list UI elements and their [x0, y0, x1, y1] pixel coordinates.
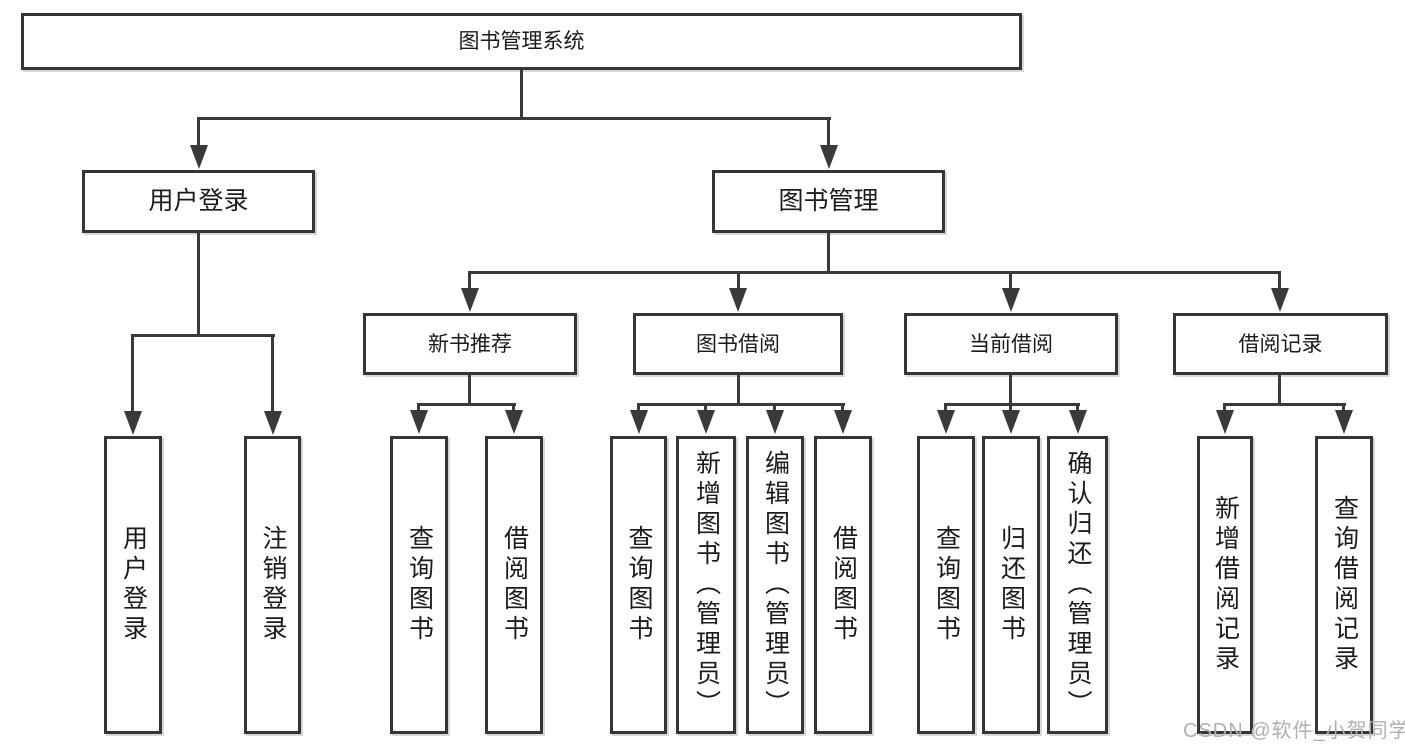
arrow-down-icon [1069, 410, 1087, 434]
leaf-borrow-add-book-label: 新增图书（管理员） [692, 450, 721, 720]
leaf-borrow-edit-book: 编辑图书（管理员） [746, 436, 804, 734]
connector-newbooks-stem [468, 375, 471, 406]
node-borrow-records: 借阅记录 [1173, 313, 1388, 375]
arrow-down-icon [729, 288, 747, 312]
connector-bookborrow-drop [637, 403, 640, 413]
arrow-down-icon [190, 145, 208, 169]
connector-bookmgmt-stem [827, 233, 830, 274]
connector-currentborrow-stem [1009, 375, 1012, 406]
leaf-user-login-label: 用户登录 [119, 525, 148, 645]
leaf-current-return: 归还图书 [982, 436, 1040, 734]
connector-records-split [1223, 403, 1346, 406]
leaf-current-confirm-return: 确认归还（管理员） [1047, 436, 1108, 734]
arrow-down-icon [461, 288, 479, 312]
connector-userlogin-stem [197, 232, 200, 337]
node-root: 图书管理系统 [21, 13, 1022, 70]
leaf-current-confirm-return-label: 确认归还（管理员） [1064, 450, 1092, 720]
leaf-record-add: 新增借阅记录 [1197, 436, 1253, 734]
arrow-down-icon [505, 410, 523, 434]
connector-root-split [197, 117, 831, 120]
node-root-label: 图书管理系统 [458, 30, 585, 53]
leaf-borrow-add-book: 新增图书（管理员） [676, 436, 736, 734]
arrow-down-icon [766, 410, 784, 434]
connector-currentborrow-split [944, 403, 1080, 406]
leaf-newbook-borrow-label: 借阅图书 [500, 525, 529, 645]
node-current-borrow-label: 当前借阅 [969, 332, 1053, 356]
arrow-down-icon [1335, 410, 1353, 434]
connector-bookmgmt-drop [1009, 271, 1012, 289]
leaf-record-query: 查询借阅记录 [1315, 436, 1373, 734]
leaf-borrow-borrow-book: 借阅图书 [814, 436, 872, 734]
arrow-down-icon [1271, 288, 1289, 312]
node-borrow-records-label: 借阅记录 [1238, 332, 1323, 356]
connector-bookmgmt-drop [737, 271, 740, 289]
leaf-newbook-borrow: 借阅图书 [485, 436, 543, 734]
leaf-borrow-borrow-book-label: 借阅图书 [829, 525, 858, 645]
leaf-borrow-edit-book-label: 编辑图书（管理员） [761, 450, 790, 720]
connector-newbooks-drop [512, 403, 515, 413]
node-new-book-recommend: 新书推荐 [363, 313, 577, 375]
connector-records-drop [1342, 403, 1345, 413]
node-book-borrow-label: 图书借阅 [696, 332, 780, 356]
arrow-down-icon [410, 410, 428, 434]
arrow-down-icon [1216, 410, 1234, 434]
node-book-borrow: 图书借阅 [633, 313, 843, 375]
connector-root-stem [520, 70, 523, 119]
connector-userlogin-drop [271, 334, 274, 412]
leaf-record-query-label: 查询借阅记录 [1330, 495, 1359, 675]
connector-newbooks-drop [417, 403, 420, 413]
arrow-down-icon [630, 410, 648, 434]
connector-bookborrow-split [637, 403, 845, 406]
arrow-down-icon [264, 411, 282, 435]
connector-bookborrow-drop [841, 403, 844, 413]
arrow-down-icon [820, 145, 838, 169]
node-book-management: 图书管理 [712, 170, 945, 233]
leaf-logout: 注销登录 [244, 436, 301, 734]
leaf-logout-label: 注销登录 [259, 525, 287, 645]
connector-bookmgmt-drop [468, 271, 471, 289]
arrow-down-icon [697, 410, 715, 434]
connector-bookmgmt-split [468, 271, 1281, 274]
connector-currentborrow-drop [944, 403, 947, 413]
leaf-current-query: 查询图书 [917, 436, 975, 734]
node-new-book-recommend-label: 新书推荐 [428, 332, 512, 356]
arrow-down-icon [937, 410, 955, 434]
connector-bookborrow-drop [704, 403, 707, 413]
connector-currentborrow-drop [1009, 403, 1012, 413]
node-book-management-label: 图书管理 [778, 187, 879, 215]
connector-userlogin-drop [131, 334, 134, 412]
arrow-down-icon [124, 411, 142, 435]
node-user-login-label: 用户登录 [148, 187, 249, 215]
leaf-current-query-label: 查询图书 [932, 525, 961, 645]
connector-newbooks-split [417, 403, 516, 406]
connector-root-left-drop [197, 117, 200, 145]
node-user-login: 用户登录 [82, 170, 315, 233]
leaf-current-return-label: 归还图书 [997, 525, 1026, 645]
connector-bookborrow-drop [773, 403, 776, 413]
connector-bookmgmt-drop [1278, 271, 1281, 289]
connector-root-right-drop [827, 117, 830, 145]
node-current-borrow: 当前借阅 [904, 313, 1118, 375]
leaf-borrow-query: 查询图书 [610, 436, 667, 734]
connector-bookborrow-stem [737, 375, 740, 406]
arrow-down-icon [834, 410, 852, 434]
connector-userlogin-split [131, 334, 275, 337]
leaf-newbook-query: 查询图书 [390, 436, 448, 734]
leaf-newbook-query-label: 查询图书 [405, 525, 434, 645]
connector-currentborrow-drop [1076, 403, 1079, 413]
arrow-down-icon [1002, 410, 1020, 434]
leaf-borrow-query-label: 查询图书 [625, 525, 653, 645]
leaf-user-login: 用户登录 [104, 436, 162, 734]
connector-records-stem [1278, 375, 1281, 406]
arrow-down-icon [1002, 288, 1020, 312]
connector-records-drop [1223, 403, 1226, 413]
watermark: CSDN @软件_小贺同学 [1183, 720, 1405, 742]
leaf-record-add-label: 新增借阅记录 [1211, 495, 1240, 675]
